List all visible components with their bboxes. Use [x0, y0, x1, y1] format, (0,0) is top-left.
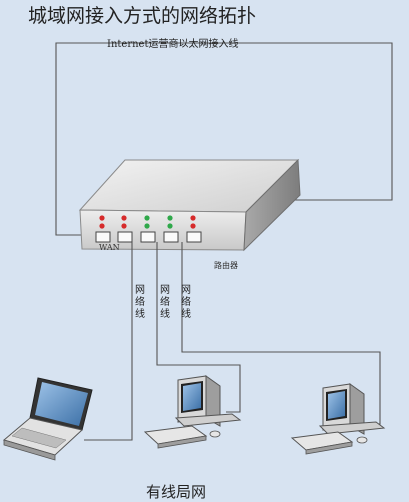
router-wan-label: WAN	[99, 243, 120, 252]
router-label: 路由器	[214, 260, 238, 270]
lan-port	[186, 231, 202, 243]
cable-label-2: 网 络 线	[160, 284, 170, 320]
led-red-icon	[190, 223, 196, 229]
lan-port	[117, 231, 133, 243]
cable-label-1: 网 络 线	[135, 284, 145, 320]
desktop-pc-icon[interactable]	[143, 375, 242, 449]
svg-text:线: 线	[135, 307, 145, 320]
led-red-icon	[99, 215, 105, 221]
svg-text:网: 网	[181, 284, 191, 296]
cable-label-3: 网 络 线	[181, 284, 191, 320]
cable-laptop	[84, 242, 133, 441]
svg-text:线: 线	[160, 307, 170, 320]
led-green-icon	[167, 215, 173, 221]
cable-pc-middle	[156, 242, 241, 413]
lan-port	[140, 231, 156, 243]
svg-text:络: 络	[135, 295, 145, 308]
led-green-icon	[167, 223, 173, 229]
led-green-icon	[144, 223, 150, 229]
svg-text:网: 网	[160, 284, 170, 296]
diagram-title: 城域网接入方式的网络拓扑	[28, 5, 256, 27]
internet-line-label: Internet运营商以太网接入线	[107, 37, 238, 50]
desktop-pc-icon[interactable]	[290, 383, 386, 455]
router[interactable]: WAN	[78, 158, 301, 252]
led-red-icon	[121, 215, 127, 221]
svg-text:线: 线	[181, 307, 191, 320]
wan-port	[95, 231, 111, 243]
led-red-icon	[190, 215, 196, 221]
svg-text:络: 络	[160, 295, 170, 308]
laptop-icon[interactable]	[2, 377, 93, 461]
led-green-icon	[144, 215, 150, 221]
led-red-icon	[99, 223, 105, 229]
svg-text:网: 网	[135, 284, 145, 296]
lan-label: 有线局网	[146, 483, 206, 501]
internet-line	[55, 42, 393, 236]
lan-port	[163, 231, 179, 243]
led-red-icon	[121, 223, 127, 229]
svg-text:络: 络	[181, 295, 191, 308]
